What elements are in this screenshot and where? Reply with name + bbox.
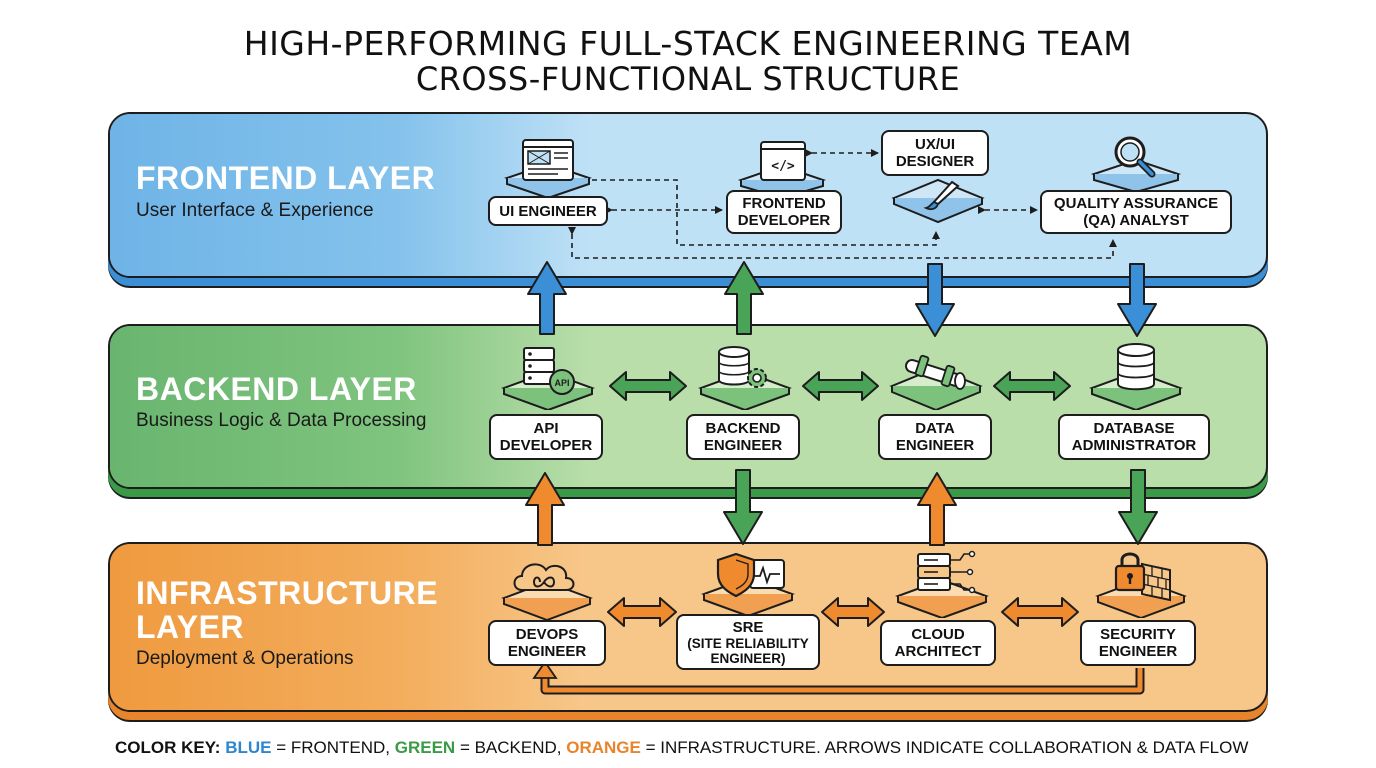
role-api-developer: API DEVELOPER — [489, 414, 603, 460]
role-data-engineer-line2: ENGINEER — [895, 437, 975, 454]
frontend-layer-band — [110, 114, 590, 276]
color-key-green: GREEN — [394, 738, 456, 757]
color-key-blue-desc: = FRONTEND, — [271, 738, 395, 757]
role-frontend-developer-line1: FRONTEND — [742, 195, 826, 212]
backend-layer-name: BACKEND LAYER — [136, 371, 417, 407]
role-sre: SRE (SITE RELIABILITY ENGINEER) — [676, 614, 820, 670]
frontend-layer-subtitle: User Interface & Experience — [136, 200, 374, 221]
role-cloud-architect-line2: ARCHITECT — [894, 643, 982, 660]
backend-layer-subtitle: Business Logic & Data Processing — [136, 410, 427, 431]
role-ux-ui-designer: UX/UI DESIGNER — [881, 130, 989, 176]
role-security-engineer-line2: ENGINEER — [1098, 643, 1178, 660]
color-key-orange-desc: = INFRASTRUCTURE. ARROWS INDICATE COLLAB… — [640, 738, 1249, 757]
role-qa-analyst: QUALITY ASSURANCE (QA) ANALYST — [1040, 190, 1232, 234]
code-window-icon: </> — [737, 141, 827, 198]
color-key-orange: ORANGE — [566, 738, 641, 757]
role-ux-ui-designer-line2: DESIGNER — [895, 153, 975, 170]
role-devops-engineer: DEVOPS ENGINEER — [488, 620, 606, 666]
backend-layer-panel: BACKEND LAYER Business Logic & Data Proc… — [108, 324, 1268, 489]
infrastructure-layer-name-line1: INFRASTRUCTURE — [136, 575, 439, 611]
api-badge-text: API — [554, 378, 569, 388]
role-sre-line2: (SITE RELIABILITY — [687, 635, 809, 651]
infinity-cloud-icon — [501, 563, 593, 620]
role-frontend-developer-line2: DEVELOPER — [737, 212, 831, 229]
role-data-engineer-line1: DATA — [915, 420, 955, 437]
api-server-icon: API — [501, 347, 595, 410]
backend-layer-band — [110, 326, 590, 487]
diagram-title: HIGH-PERFORMING FULL-STACK ENGINEERING T… — [243, 24, 1133, 63]
role-sre-line3: ENGINEER) — [710, 650, 786, 666]
role-qa-analyst-line1: QUALITY ASSURANCE — [1053, 195, 1219, 212]
color-key-green-desc: = BACKEND, — [455, 738, 567, 757]
role-qa-analyst-line2: (QA) ANALYST — [1083, 212, 1189, 229]
role-devops-engineer-line1: DEVOPS — [515, 626, 579, 643]
role-data-engineer: DATA ENGINEER — [878, 414, 992, 460]
role-database-administrator-line2: ADMINISTRATOR — [1071, 437, 1197, 454]
role-ui-engineer-line1: UI ENGINEER — [499, 202, 597, 220]
color-key-blue: BLUE — [225, 738, 272, 757]
role-database-administrator: DATABASE ADMINISTRATOR — [1058, 414, 1210, 460]
role-ux-ui-designer-line1: UX/UI — [914, 136, 955, 153]
svg-text:</>: </> — [771, 159, 795, 174]
role-database-administrator-line1: DATABASE — [1093, 420, 1175, 437]
infrastructure-layer-subtitle: Deployment & Operations — [136, 648, 354, 669]
browser-wireframe-icon — [504, 139, 592, 198]
role-cloud-architect-line1: CLOUD — [911, 626, 965, 643]
role-cloud-architect: CLOUD ARCHITECT — [880, 620, 996, 666]
infrastructure-layer-panel: INFRASTRUCTURE LAYER Deployment & Operat… — [108, 542, 1268, 712]
role-devops-engineer-line2: ENGINEER — [507, 643, 587, 660]
role-security-engineer-line1: SECURITY — [1100, 626, 1176, 643]
padlock-firewall-icon — [1095, 552, 1187, 618]
role-ui-engineer: UI ENGINEER — [488, 196, 608, 226]
data-pipe-icon — [889, 354, 983, 410]
diagram-subtitle: CROSS-FUNCTIONAL STRUCTURE — [415, 60, 961, 98]
shield-heartbeat-icon — [701, 552, 795, 616]
database-stack-icon — [1089, 343, 1183, 410]
role-backend-engineer: BACKEND ENGINEER — [686, 414, 800, 460]
paintbrush-icon — [891, 178, 985, 224]
role-backend-engineer-line1: BACKEND — [705, 420, 781, 437]
role-backend-engineer-line2: ENGINEER — [703, 437, 783, 454]
color-key: COLOR KEY: BLUE = FRONTEND, GREEN = BACK… — [115, 738, 1248, 758]
color-key-prefix: COLOR KEY: — [115, 738, 221, 757]
role-security-engineer: SECURITY ENGINEER — [1080, 620, 1196, 666]
server-rack-icon — [895, 550, 989, 618]
frontend-layer-name: FRONTEND LAYER — [136, 160, 436, 196]
role-sre-line1: SRE — [732, 618, 764, 636]
role-api-developer-line2: DEVELOPER — [499, 437, 593, 454]
role-api-developer-line1: API — [533, 420, 559, 437]
magnifier-icon — [1090, 136, 1182, 192]
role-frontend-developer: FRONTEND DEVELOPER — [726, 190, 842, 234]
infrastructure-layer-name-line2: LAYER — [136, 609, 245, 645]
database-gear-icon — [698, 346, 792, 410]
